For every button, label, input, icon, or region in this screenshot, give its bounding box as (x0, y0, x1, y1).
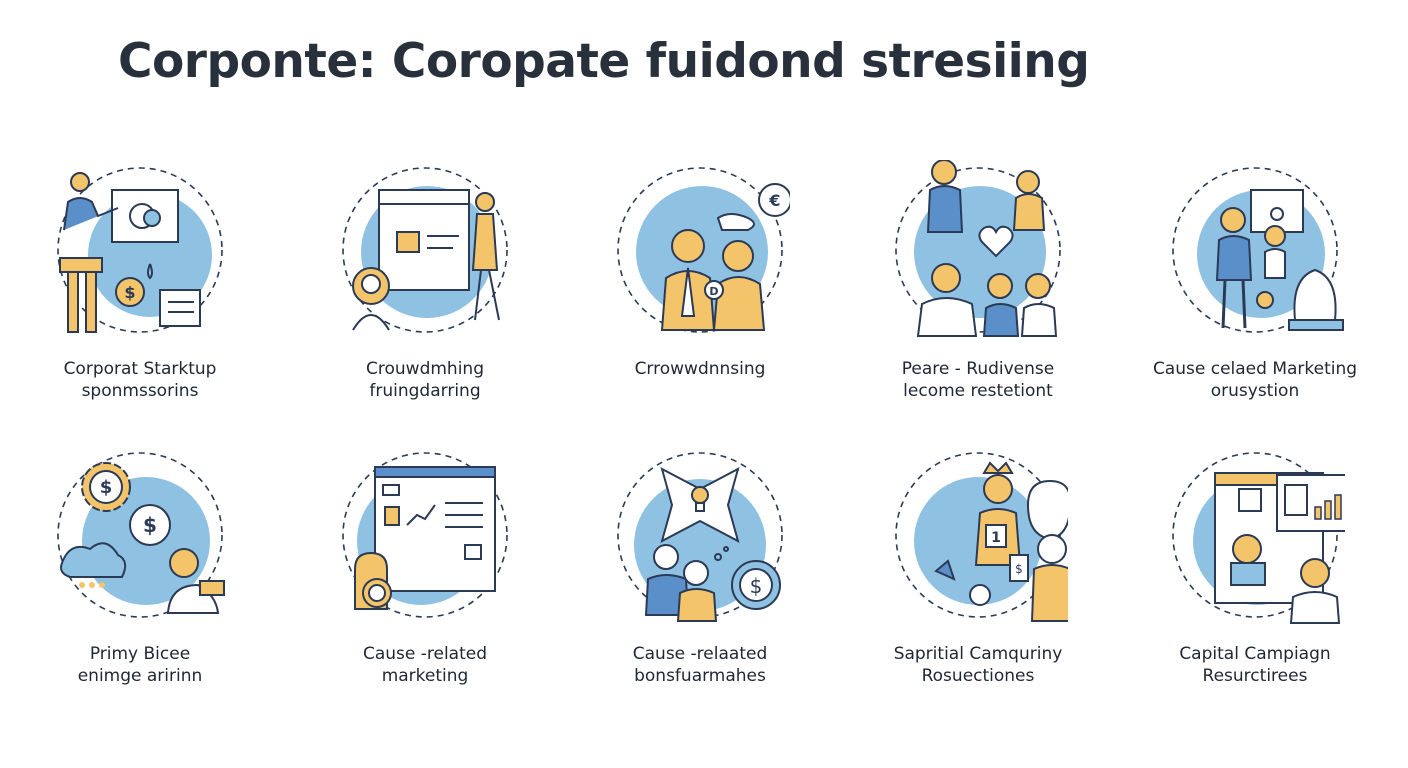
item-label-line2: enimge aririnn (77, 666, 203, 686)
item-label-line1: Peare - Rudivense (901, 359, 1055, 379)
svg-text:$: $ (750, 574, 763, 598)
svg-text:1: 1 (991, 530, 1001, 546)
whiteboard-icon (335, 160, 515, 340)
item-label: Cause celaed Marketing orusystion (1120, 358, 1390, 402)
item-label: Corporat Starktup sponmssorins (5, 358, 275, 402)
page-title: Corponte: Coropate fuidond stresiing (118, 34, 1090, 89)
item-label-line1: Capital Campiagn (1179, 644, 1331, 664)
item-card: $ Corporat Starktup sponmssorins (5, 150, 275, 410)
item-label-line2: orusystion (1210, 381, 1300, 401)
lightbulb-icon: $ (610, 445, 790, 625)
item-card: Cause celaed Marketing orusystion (1120, 150, 1390, 410)
item-card: Crouwdmhing fruingdarring (290, 150, 560, 410)
svg-text:D: D (709, 285, 718, 298)
presentation-icon: $ (50, 160, 230, 340)
item-label: Capital Campiagn Resurctirees (1120, 643, 1390, 687)
item-label-line1: Cause -relaated (632, 644, 768, 664)
item-label-line2: Rosuectiones (921, 666, 1035, 686)
dashboard-icon (1165, 445, 1345, 625)
item-label-line1: Crouwdmhing (366, 359, 484, 379)
svg-text:€: € (768, 191, 780, 210)
item-card: € D Crrowwdnnsing (565, 150, 835, 410)
item-label: Cause -related marketing (290, 643, 560, 687)
item-label-line2: lecome restetiont (903, 381, 1053, 401)
item-card: $ Cause -relaated bonsfuarmahes (565, 435, 835, 695)
item-card: Cause -related marketing (290, 435, 560, 695)
svg-text:$: $ (143, 513, 157, 537)
gear-dollar-icon: $ $ (50, 445, 230, 625)
award-people-icon: 1 $ (888, 445, 1068, 625)
item-label: Crrowwdnnsing (565, 358, 835, 380)
item-label-line2: Resurctirees (1202, 666, 1308, 686)
heart-team-icon (888, 160, 1068, 340)
item-label-line1: Cause -related (362, 644, 488, 664)
item-label: Cause -relaated bonsfuarmahes (565, 643, 835, 687)
svg-text:$: $ (100, 477, 113, 498)
item-label: Crouwdmhing fruingdarring (290, 358, 560, 402)
item-card: Capital Campiagn Resurctirees (1120, 435, 1390, 695)
item-label: Primy Bicee enimge aririnn (5, 643, 275, 687)
item-label: Peare - Rudivense lecome restetiont (843, 358, 1113, 402)
item-card: $ $ Primy Bicee enimge aririnn (5, 435, 275, 695)
handshake-icon: € D (610, 160, 790, 340)
item-label-line2: fruingdarring (369, 381, 481, 401)
item-label-line2: bonsfuarmahes (634, 666, 766, 686)
item-label-line2: sponmssorins (81, 381, 199, 401)
item-label: Sapritial Camquriny Rosuectiones (843, 643, 1113, 687)
item-label-line2: marketing (381, 666, 469, 686)
item-label-line1: Corporat Starktup (63, 359, 217, 379)
money-bag-icon (1165, 160, 1345, 340)
item-card: Peare - Rudivense lecome restetiont (843, 150, 1113, 410)
item-label-line1: Sapritial Camquriny (893, 644, 1063, 664)
item-card: 1 $ Sapritial Camquriny Rosuectiones (843, 435, 1113, 695)
item-label-line1: Cause celaed Marketing (1152, 359, 1358, 379)
svg-text:$: $ (124, 283, 135, 302)
svg-text:$: $ (1015, 562, 1023, 576)
item-label-line1: Primy Bicee (89, 644, 191, 664)
item-label-line1: Crrowwdnnsing (634, 359, 766, 379)
web-page-icon (335, 445, 515, 625)
